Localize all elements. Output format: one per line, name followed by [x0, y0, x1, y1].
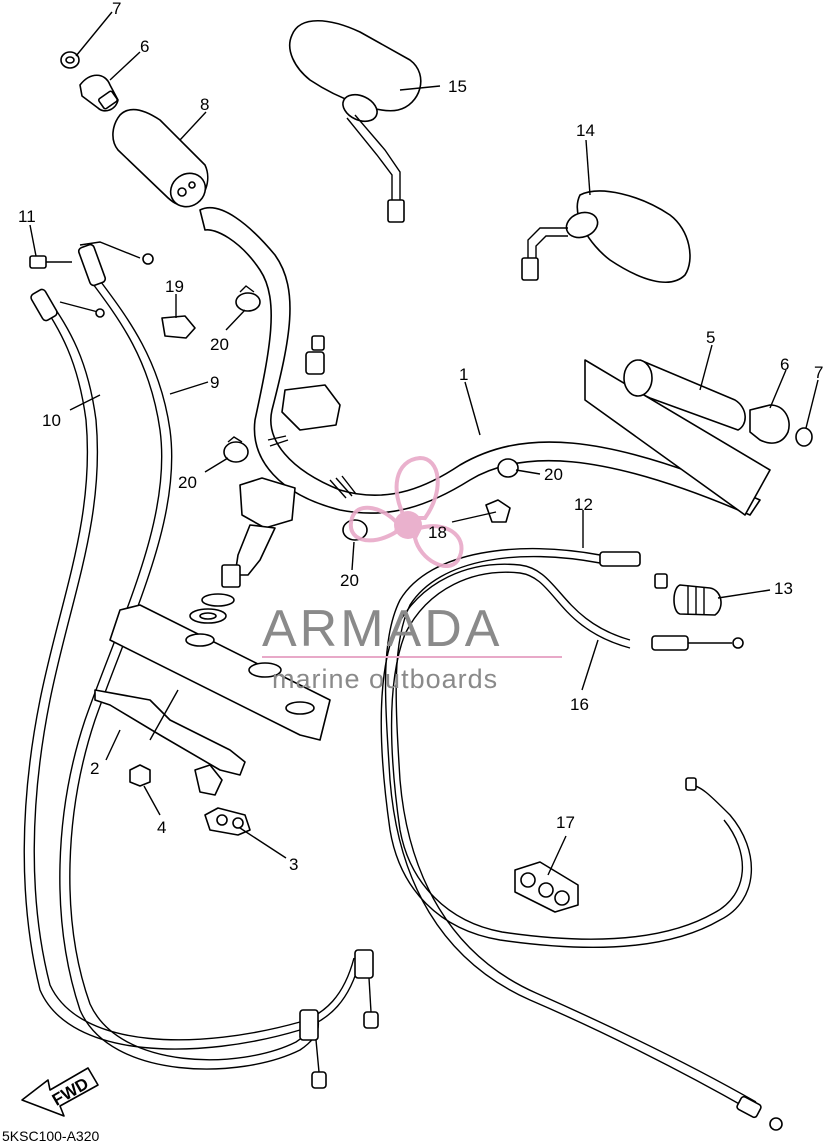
- clamp-20-c: [497, 458, 519, 478]
- washer-7-right: [795, 427, 813, 447]
- label-6-left: 6: [140, 37, 149, 56]
- label-10: 10: [42, 411, 61, 430]
- part-labels: 7 6 8 15 14 11 19 20 9 10 20 5 6 7 1 20 …: [18, 0, 823, 874]
- label-15: 15: [448, 77, 467, 96]
- label-18: 18: [428, 523, 447, 542]
- label-1: 1: [459, 365, 468, 384]
- cable-end-lower-2: [299, 1009, 327, 1089]
- watermark: ARMADA marine outboards: [262, 455, 562, 694]
- bar-end-6-right: [749, 404, 790, 444]
- bolt-11: [29, 255, 72, 269]
- grip-8: [112, 108, 209, 208]
- label-7-right: 7: [814, 363, 823, 382]
- label-17: 17: [556, 813, 575, 832]
- upper-bracket: [109, 604, 331, 741]
- propeller-logo: [348, 455, 464, 568]
- leader-lines: [29, 11, 819, 876]
- handlebar-holder: [221, 477, 296, 588]
- label-14: 14: [576, 121, 595, 140]
- label-20-b: 20: [178, 473, 197, 492]
- cable-upper-ends: [30, 241, 154, 322]
- label-3: 3: [289, 855, 298, 874]
- cable-12-end: [599, 551, 668, 589]
- label-19: 19: [165, 277, 184, 296]
- label-12: 12: [574, 495, 593, 514]
- watermark-subtitle: marine outboards: [272, 664, 498, 694]
- bar-end-6-left: [79, 74, 119, 112]
- label-6-right: 6: [780, 355, 789, 374]
- label-5: 5: [706, 328, 715, 347]
- label-4: 4: [157, 818, 166, 837]
- cable-16-end: [651, 635, 744, 651]
- bracket-2: [94, 689, 246, 796]
- label-11: 11: [18, 207, 36, 226]
- cable-holder-17: [514, 861, 579, 913]
- mirror-14: [521, 190, 691, 283]
- cable-16: [380, 563, 752, 949]
- cable-10: [23, 297, 361, 1050]
- nut-4: [129, 764, 151, 787]
- label-16: 16: [570, 695, 589, 714]
- boot-13: [673, 584, 722, 616]
- grip-5: [584, 359, 771, 516]
- cable-end-lower-1: [354, 949, 379, 1029]
- cable-12-lower-end: [736, 1095, 783, 1131]
- clamp-18: [485, 499, 511, 523]
- fwd-arrow: FWD: [21, 1067, 99, 1117]
- label-20-c: 20: [544, 465, 563, 484]
- upper-holder: [281, 335, 341, 431]
- label-20-a: 20: [210, 335, 229, 354]
- cable-9: [59, 277, 320, 1070]
- label-9: 9: [210, 373, 219, 392]
- washer-7-left: [60, 51, 80, 69]
- label-20-d: 20: [340, 571, 359, 590]
- mirror-15: [288, 19, 422, 223]
- label-2: 2: [90, 759, 99, 778]
- washers: [189, 593, 235, 624]
- watermark-title: ARMADA: [262, 600, 502, 658]
- clamp-19: [161, 315, 196, 339]
- label-7-left: 7: [112, 0, 121, 18]
- clamp-20-a: [235, 285, 261, 312]
- label-8: 8: [200, 95, 209, 114]
- diagram-code: 5KSC100-A320: [2, 1128, 100, 1144]
- clamp-3: [204, 807, 251, 836]
- clamp-20-b: [223, 436, 249, 463]
- cable-17-end: [685, 777, 697, 791]
- label-13: 13: [774, 579, 793, 598]
